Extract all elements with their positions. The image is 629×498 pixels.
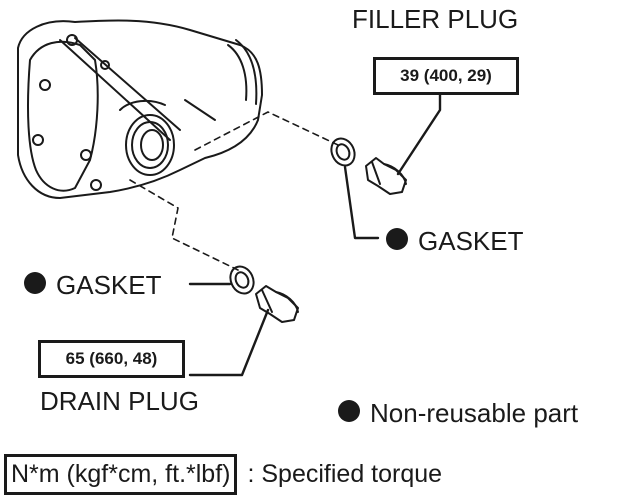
differential-housing	[17, 19, 263, 199]
non-reusable-dot-icon	[386, 227, 408, 250]
filler-torque-box: 39 (400, 29)	[373, 57, 519, 95]
legend-torque: N*m (kgf*cm, ft.*lbf) : Specified torque	[4, 454, 442, 495]
torque-unit-box: N*m (kgf*cm, ft.*lbf)	[4, 454, 238, 495]
legend-non-reusable-label: Non-reusable part	[370, 398, 579, 428]
legend-non-reusable: Non-reusable part	[338, 398, 578, 429]
drain-gasket	[229, 265, 255, 295]
drain-plug	[255, 285, 299, 323]
filler-plug-label: FILLER PLUG	[352, 4, 519, 34]
filler-torque-value: 39 (400, 29)	[400, 66, 492, 85]
non-reusable-dot-icon	[24, 271, 46, 294]
gasket-right: GASKET	[386, 226, 523, 257]
gasket-left-label: GASKET	[56, 270, 162, 300]
non-reusable-dot-icon	[338, 399, 360, 422]
assembly-lines	[129, 111, 339, 271]
leader-lines	[188, 90, 442, 377]
drain-torque-value: 65 (660, 48)	[65, 349, 158, 368]
gasket-right-label: GASKET	[418, 226, 524, 256]
drain-torque-box: 65 (660, 48)	[38, 340, 185, 378]
filler-gasket	[330, 137, 356, 167]
torque-description: : Specified torque	[247, 460, 443, 488]
filler-plug	[365, 157, 407, 195]
gasket-left: GASKET	[24, 270, 161, 301]
drain-plug-label: DRAIN PLUG	[40, 386, 199, 416]
